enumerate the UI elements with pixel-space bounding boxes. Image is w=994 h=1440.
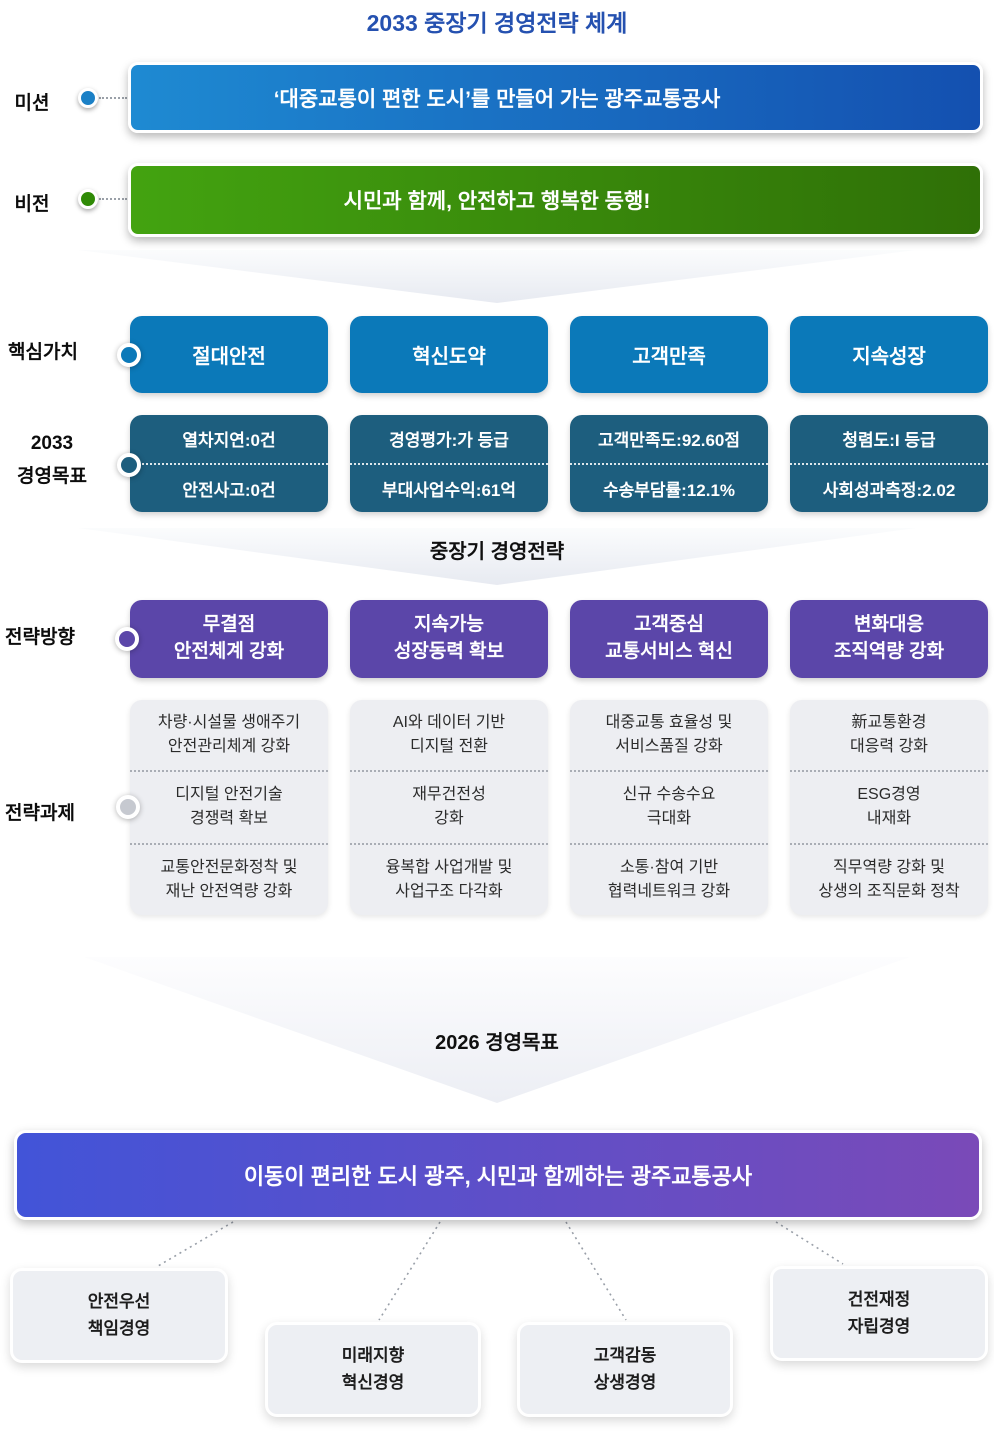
goal-top-value: 열차지연:0건 (182, 431, 276, 451)
goal-box: 청렴도:I 등급 사회성과측정:2.02 (790, 415, 988, 512)
goals-2033-label: 2033 경영목표 (17, 433, 87, 487)
vision-leader-line (99, 198, 127, 200)
goal-box: 열차지연:0건 안전사고:0건 (130, 415, 328, 512)
mission-label: 미션 (14, 93, 50, 114)
principle-box: 건전재정 자립경영 (770, 1266, 988, 1361)
principle-box: 고객감동 상생경영 (517, 1322, 733, 1417)
core-value-box: 혁신도약 (350, 316, 548, 393)
task-cell: AI와 데이터 기반 디지털 전환 (392, 714, 506, 756)
tasks-column: AI와 데이터 기반 디지털 전환 재무건전성 강화 융복합 사업개발 및 사업… (350, 700, 548, 915)
direction-box: 변화대응 조직역량 강화 (790, 600, 988, 678)
core-value-box: 지속성장 (790, 316, 988, 393)
connector-line-3 (565, 1221, 627, 1321)
big-arrow-down-icon (84, 957, 910, 1103)
direction-box: 지속가능 성장동력 확보 (350, 600, 548, 678)
connector-line-4 (775, 1221, 844, 1265)
task-cell: 교통안전문화정착 및 재난 안전역량 강화 (130, 842, 328, 915)
task-cell: 차량·시설물 생애주기 안전관리체계 강화 (157, 714, 301, 756)
tasks-column: 新교통환경 대응력 강화 ESG경영 내재화 직무역량 강화 및 상생의 조직문… (790, 700, 988, 915)
task-cell: 新교통환경 대응력 강화 (849, 714, 929, 756)
mission-bar (128, 62, 983, 133)
vision-label: 비전 (14, 194, 50, 215)
tasks-column: 대중교통 효율성 및 서비스품질 강화 신규 수송수요 극대화 소통·참여 기반… (570, 700, 768, 915)
page-title: 2033 중장기 경영전략 체계 (366, 10, 628, 36)
vision-bar (128, 163, 983, 237)
principle-box: 안전우선 책임경영 (10, 1268, 228, 1363)
goal-box: 경영평가:가 등급 부대사업수익:61억 (350, 415, 548, 512)
task-cell: 융복합 사업개발 및 사업구조 다각화 (350, 842, 548, 915)
mission-text: ‘대중교통이 편한 도시’를 만들어 가는 광주교통공사 (273, 87, 721, 111)
vision-text: 시민과 함께, 안전하고 행복한 동행! (343, 190, 651, 213)
chevron-down-icon-2 (78, 528, 916, 585)
task-cell: ESG경영 내재화 (790, 770, 988, 842)
goal-2026-heading: 2026 경영목표 (435, 1032, 559, 1054)
slogan-bar: 이동이 편리한 도시 광주, 시민과 함께하는 광주교통공사 (14, 1130, 982, 1220)
goals-2033-ring-icon (117, 453, 141, 477)
goal-box: 고객만족도:92.60점 수송부담률:12.1% (570, 415, 768, 512)
directions-label: 전략방향 (5, 627, 75, 648)
core-values-ring-icon (117, 343, 141, 367)
mission-leader-line (99, 97, 127, 99)
goal-bottom-value: 수송부담률:12.1% (570, 462, 768, 513)
vision-dot-icon (78, 189, 98, 209)
goal-top-value: 경영평가:가 등급 (389, 431, 509, 451)
task-cell: 소통·참여 기반 협력네트워크 강화 (570, 842, 768, 915)
task-cell: 재무건전성 강화 (350, 770, 548, 842)
core-value-box: 고객만족 (570, 316, 768, 393)
direction-box: 고객중심 교통서비스 혁신 (570, 600, 768, 678)
core-values-label: 핵심가치 (8, 342, 78, 363)
goal-bottom-value: 부대사업수익:61억 (350, 462, 548, 513)
mission-dot-icon (78, 88, 98, 108)
task-cell: 대중교통 효율성 및 서비스품질 강화 (605, 714, 733, 756)
principle-box: 미래지향 혁신경영 (265, 1322, 481, 1417)
connector-line-2 (378, 1221, 441, 1321)
goal-top-value: 고객만족도:92.60점 (597, 431, 741, 451)
core-value-box: 절대안전 (130, 316, 328, 393)
task-cell: 디지털 안전기술 경쟁력 확보 (130, 770, 328, 842)
tasks-column: 차량·시설물 생애주기 안전관리체계 강화 디지털 안전기술 경쟁력 확보 교통… (130, 700, 328, 915)
directions-ring-icon (115, 627, 139, 651)
goal-bottom-value: 사회성과측정:2.02 (790, 462, 988, 513)
tasks-label: 전략과제 (5, 803, 75, 824)
chevron-down-icon-1 (78, 250, 916, 303)
goal-top-value: 청렴도:I 등급 (842, 431, 936, 451)
connector-line-1 (157, 1221, 234, 1267)
direction-box: 무결점 안전체계 강화 (130, 600, 328, 678)
task-cell: 직무역량 강화 및 상생의 조직문화 정착 (790, 842, 988, 915)
goal-bottom-value: 안전사고:0건 (130, 462, 328, 513)
task-cell: 신규 수송수요 극대화 (570, 770, 768, 842)
mid-strategy-heading: 중장기 경영전략 (429, 541, 565, 563)
tasks-ring-icon (116, 795, 140, 819)
